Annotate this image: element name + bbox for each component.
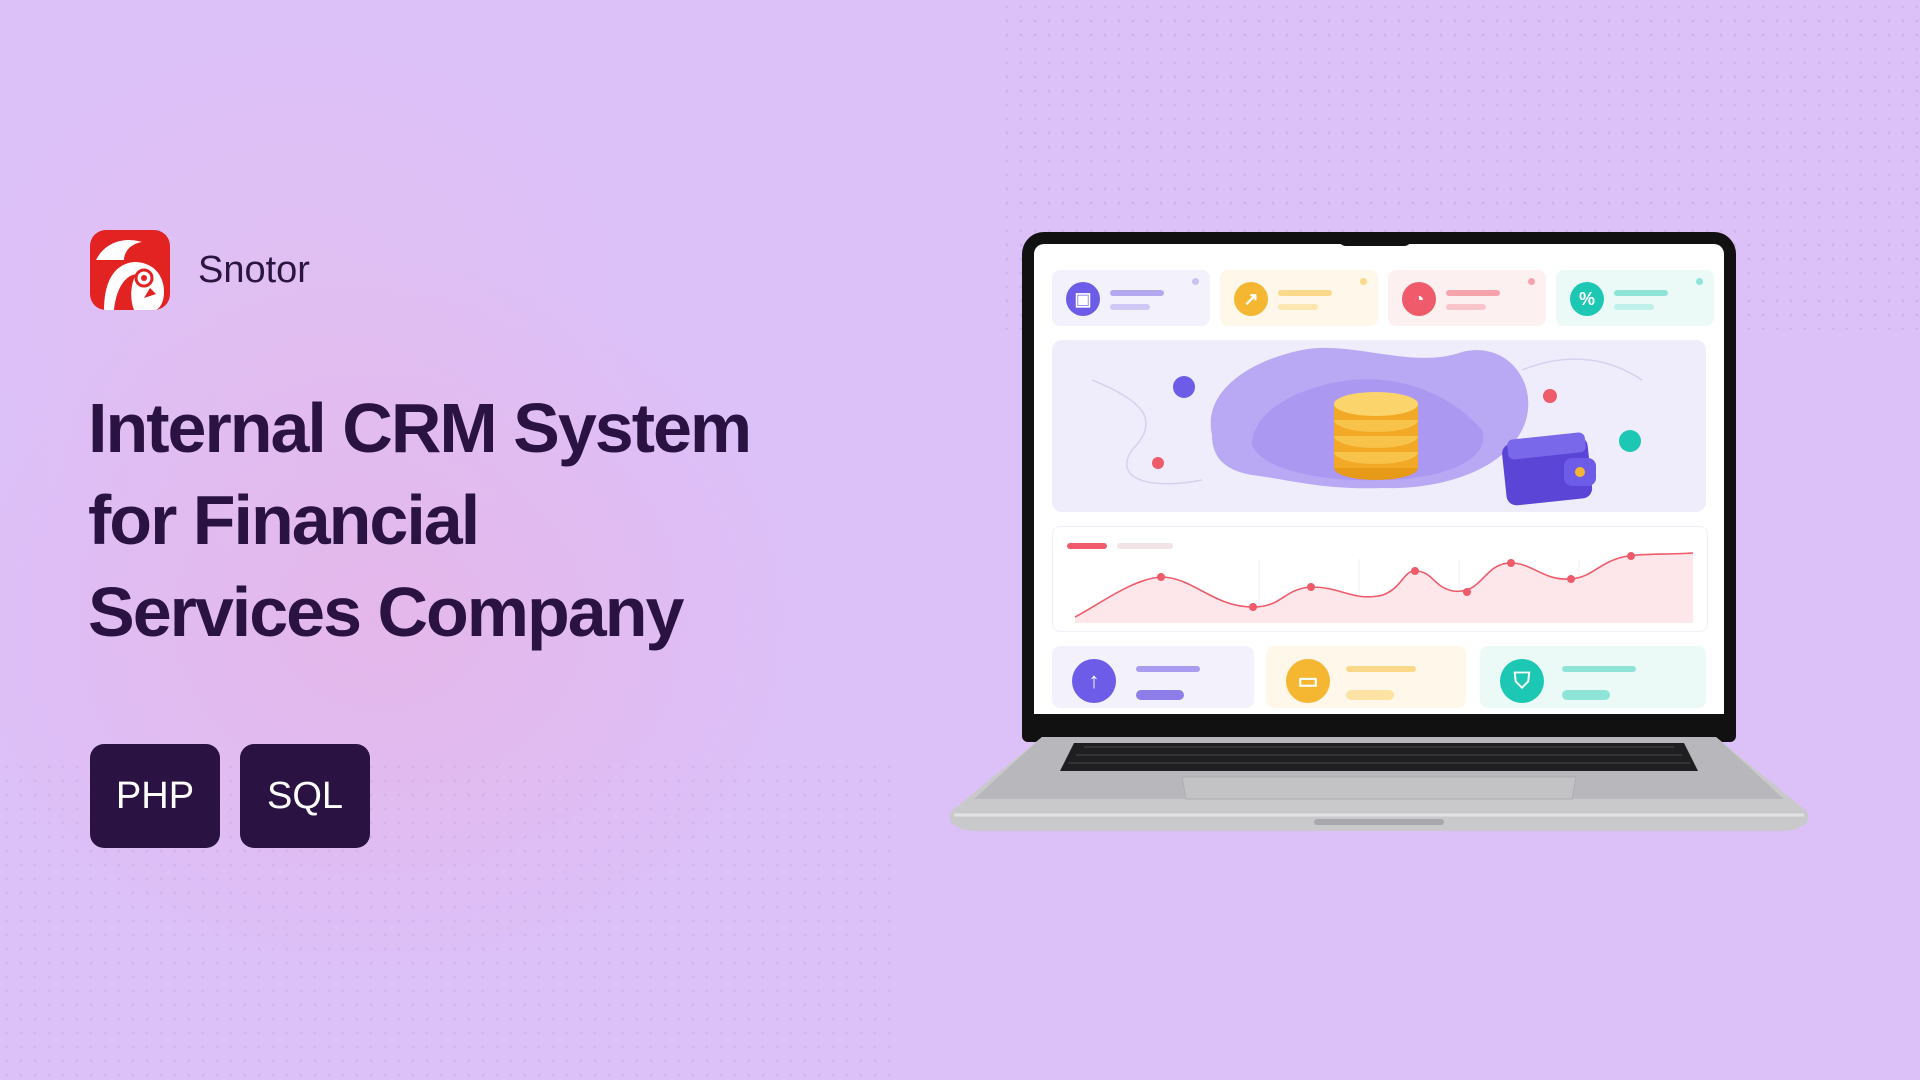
kpi-bar bbox=[1278, 290, 1332, 296]
kpi-dot bbox=[1528, 278, 1535, 285]
summary-card-card: ▭ bbox=[1266, 646, 1466, 708]
summary-bar bbox=[1136, 666, 1200, 672]
kpi-dot bbox=[1360, 278, 1367, 285]
kpi-card-trend: ↗ bbox=[1220, 270, 1378, 326]
dashboard-screen: ▣ ↗ ◔ % bbox=[1034, 244, 1724, 714]
arrow-up-icon: ↑ bbox=[1072, 659, 1116, 703]
kpi-bar bbox=[1446, 290, 1500, 296]
title-line-1: Internal CRM System bbox=[88, 389, 752, 467]
trend-chart-icon: ↗ bbox=[1234, 282, 1268, 316]
pie-chart-icon: ◔ bbox=[1402, 282, 1436, 316]
tag-sql: SQL bbox=[240, 744, 370, 848]
credit-card-icon: ▭ bbox=[1286, 659, 1330, 703]
brand: Snotor bbox=[90, 230, 310, 310]
laptop-lid: ▣ ↗ ◔ % bbox=[1022, 232, 1736, 742]
kpi-bar bbox=[1110, 290, 1164, 296]
title-line-2: for Financial bbox=[88, 481, 480, 559]
hero-banner bbox=[1052, 340, 1706, 512]
kpi-bar bbox=[1446, 304, 1486, 310]
kpi-dot bbox=[1696, 278, 1703, 285]
owl-logo-icon bbox=[90, 230, 170, 310]
laptop-base bbox=[949, 737, 1809, 831]
tech-tags: PHP SQL bbox=[90, 744, 370, 848]
kpi-card-pie: ◔ bbox=[1388, 270, 1546, 326]
shield-icon: ⛉ bbox=[1500, 659, 1544, 703]
summary-bar bbox=[1562, 690, 1610, 700]
hero-illustration bbox=[1091, 347, 1643, 506]
kpi-bar bbox=[1614, 290, 1668, 296]
line-chart bbox=[1074, 552, 1694, 623]
kpi-bar bbox=[1614, 304, 1654, 310]
kpi-bar bbox=[1110, 304, 1150, 310]
summary-card-shield: ⛉ bbox=[1480, 646, 1706, 708]
summary-card-upload: ↑ bbox=[1052, 646, 1254, 708]
summary-bar bbox=[1562, 666, 1636, 672]
percent-icon: % bbox=[1570, 282, 1604, 316]
summary-bar bbox=[1136, 690, 1184, 700]
tag-php: PHP bbox=[90, 744, 220, 848]
kpi-dot bbox=[1192, 278, 1199, 285]
kpi-bar bbox=[1278, 304, 1318, 310]
laptop-mockup: ▣ ↗ ◔ % bbox=[944, 232, 1814, 852]
legend-bar bbox=[1117, 543, 1173, 549]
summary-bar bbox=[1346, 666, 1416, 672]
coin-stack-icon bbox=[1334, 392, 1418, 480]
wallet-icon: ▣ bbox=[1066, 282, 1100, 316]
legend-bar bbox=[1067, 543, 1107, 549]
brand-name: Snotor bbox=[198, 248, 310, 291]
line-chart-card bbox=[1052, 526, 1708, 632]
wallet-icon bbox=[1502, 432, 1596, 506]
kpi-card-wallet: ▣ bbox=[1052, 270, 1210, 326]
summary-bar bbox=[1346, 690, 1394, 700]
camera-notch bbox=[1338, 232, 1412, 246]
kpi-card-percent: % bbox=[1556, 270, 1714, 326]
page-title: Internal CRM System for Financial Servic… bbox=[88, 382, 752, 658]
title-line-3: Services Company bbox=[88, 573, 684, 651]
